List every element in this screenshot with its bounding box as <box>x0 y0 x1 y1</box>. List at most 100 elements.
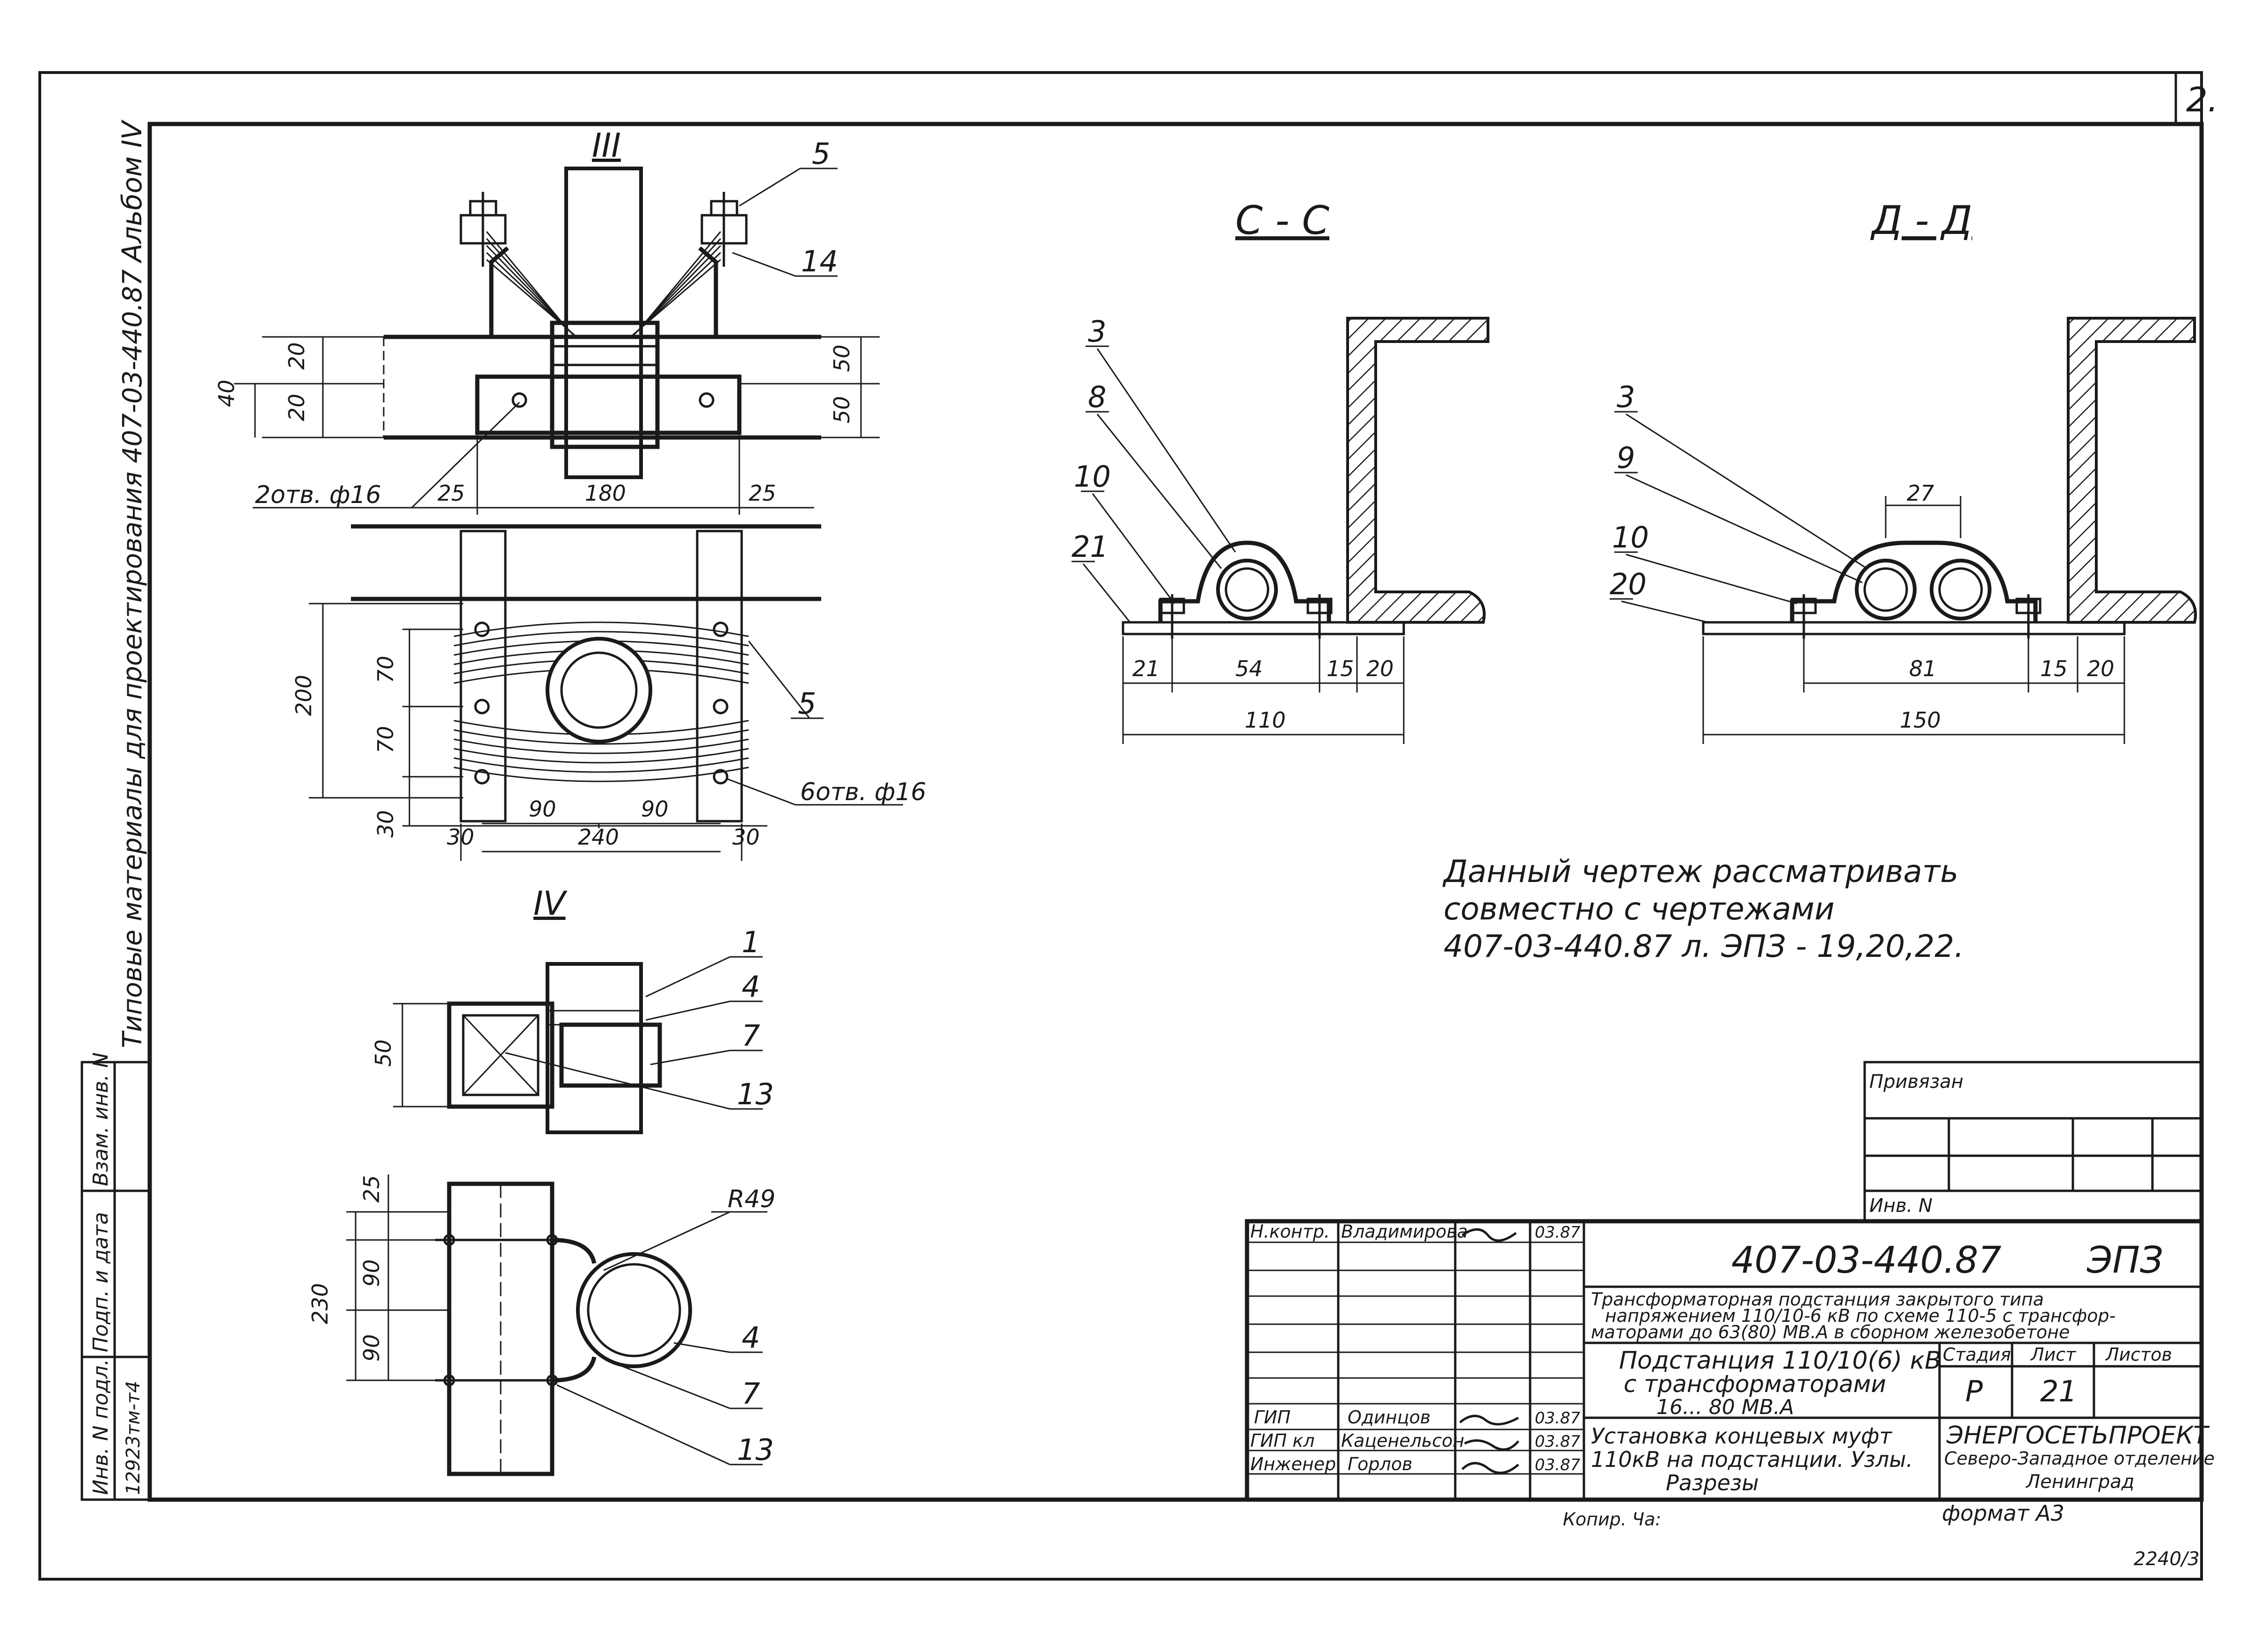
staff-signature-2 <box>1464 1439 1519 1451</box>
view-iii-dim-200: 200 <box>291 675 316 716</box>
strip-inv-original-label: Инв. N подл. <box>89 1359 113 1495</box>
section-c-c-callout-8: 8 <box>1088 380 1106 414</box>
view-iii-dim-25a: 25 <box>438 481 465 506</box>
section-c-c-title: С - С <box>1235 197 1329 243</box>
view-iii-dim-30a: 30 <box>373 810 398 838</box>
staff-role-1: ГИП <box>1254 1407 1291 1428</box>
privyazan-inv-label: Инв. N <box>1869 1195 1933 1217</box>
section-d-d-title: Д - Д <box>1870 197 1972 243</box>
staff-date-2: 03.87 <box>1535 1432 1581 1451</box>
privyazan-label: Привязан <box>1869 1071 1963 1093</box>
org-city: Ленинград <box>2025 1471 2135 1493</box>
strip-sign-date-label: Подп. и дата <box>89 1212 113 1352</box>
project-title-line-1: Трансформаторная подстанция закрытого ти… <box>1591 1289 2044 1310</box>
staff-date-3: 03.87 <box>1535 1456 1581 1474</box>
view-iii-holes-6x16: 6отв. ф16 <box>800 778 926 806</box>
drawing-note: Данный чертеж рассматривать совместно с … <box>1442 853 1964 964</box>
staff-date-1: 03.87 <box>1535 1409 1581 1428</box>
staff-name-2: Каценельсон <box>1341 1430 1464 1451</box>
view-iii-dim-70a: 70 <box>373 656 398 683</box>
footer-number: 2240/3 <box>2134 1548 2200 1570</box>
view-iv-dim-90b: 90 <box>359 1334 384 1362</box>
view-iii-dim-20b: 20 <box>284 394 309 421</box>
org-department: Северо-Западное отделение <box>1944 1448 2215 1469</box>
view-iii-dim-40: 40 <box>214 379 239 407</box>
sheets-label: Листов <box>2105 1344 2172 1365</box>
view-iv-callout-4b: 4 <box>742 1320 760 1355</box>
doc-code: ЭПЗ <box>2086 1239 2163 1282</box>
note-line-3: 407-03-440.87 л. ЭПЗ - 19,20,22. <box>1444 928 1964 964</box>
section-c-c-dim-110: 110 <box>1245 707 1286 733</box>
sheet-label: Лист <box>2030 1344 2077 1365</box>
section-d-d-dim-15: 15 <box>2040 656 2068 681</box>
view-iv-callout-13b: 13 <box>737 1433 774 1467</box>
drawing-frame: 2. <box>38 71 2218 1581</box>
view-iv-callout-1: 1 <box>742 925 760 959</box>
note-line-2: совместно с чертежами <box>1444 891 1835 927</box>
section-d-d-callout-10: 10 <box>1612 520 1649 554</box>
staff-signature-3 <box>1461 1462 1519 1474</box>
section-c-c-callout-21: 21 <box>1072 530 1108 564</box>
section-c-c-callout-3: 3 <box>1088 314 1106 349</box>
view-iii-callout-5-bottom: 5 <box>798 686 816 721</box>
staff-name-3: Горлов <box>1348 1454 1412 1474</box>
title-block: Н.контр. Владимирова 03.87 ГИП Одинцов 0… <box>1245 1219 2215 1502</box>
sheet-title-line-2: 110кВ на подстанции. Узлы. <box>1591 1447 1913 1472</box>
view-iii-dim-30b: 30 <box>447 824 474 850</box>
project-title-line-3: маторами до 63(80) МВ.А в сборном железо… <box>1591 1322 2070 1342</box>
view-iii-holes-2x16: 2отв. ф16 <box>255 481 381 509</box>
staff-name-1: Одинцов <box>1348 1407 1430 1428</box>
staff-role-2: ГИП кл <box>1250 1430 1315 1451</box>
view-iii-title: III <box>592 126 621 165</box>
section-d-d-dim-81: 81 <box>1909 656 1937 681</box>
view-iii-dim-240: 240 <box>578 824 619 850</box>
section-c-c-dim-21: 21 <box>1132 656 1160 681</box>
staff-name-0: Владимирова <box>1341 1221 1468 1242</box>
view-iii-dim-180: 180 <box>585 481 626 506</box>
section-d-d-dim-27: 27 <box>1907 481 1934 506</box>
object-title-line-2: с трансформаторами <box>1624 1371 1886 1398</box>
privyazan-block: Привязан Инв. N <box>1863 1061 2203 1223</box>
view-iv-callout-7b: 7 <box>742 1377 760 1411</box>
view-iii-dim-50a: 50 <box>829 344 854 372</box>
view-iii-dim-30c: 30 <box>732 824 760 850</box>
stage-value: Р <box>1965 1374 1983 1408</box>
object-title-line-3: 16... 80 МВ.А <box>1656 1395 1794 1419</box>
view-iv-dim-50: 50 <box>371 1039 396 1067</box>
section-c-c-dim-15: 15 <box>1327 656 1354 681</box>
sheet-title-line-3: Разрезы <box>1666 1470 1759 1495</box>
section-d-d-dim-20: 20 <box>2087 656 2115 681</box>
stage-label: Стадия <box>1943 1344 2011 1365</box>
section-d-d-callout-20: 20 <box>1610 567 1647 601</box>
section-c-c-dim-20: 20 <box>1366 656 1394 681</box>
series-label: Типовые материалы для проектирования 407… <box>117 269 148 1048</box>
staff-role-0: Н.контр. <box>1250 1221 1330 1242</box>
view-iii-dim-20a: 20 <box>284 342 309 370</box>
view-iv-radius-r49: R49 <box>728 1185 775 1213</box>
view-iv: IV 1 4 7 13 50 <box>307 884 775 1476</box>
view-iv-title: IV <box>533 884 568 923</box>
view-iii-dim-70b: 70 <box>373 726 398 753</box>
project-title-line-2: напряжением 110/10-6 кВ по схеме 110-5 с… <box>1605 1305 2115 1326</box>
view-iii-dim-90b: 90 <box>641 796 669 822</box>
section-c-c-callout-10: 10 <box>1074 459 1111 494</box>
footer-copy: Копир. Ча: <box>1563 1509 1661 1530</box>
left-strip: Альбом IV Типовые материалы для проектир… <box>80 119 151 1501</box>
view-iii-dim-50b: 50 <box>829 396 854 423</box>
sheet-value: 21 <box>2040 1374 2077 1408</box>
view-iv-callout-7a: 7 <box>742 1019 760 1053</box>
sheet-footer: Копир. Ча: формат А3 2240/3 <box>1563 1501 2200 1570</box>
view-iii-callout-5-top: 5 <box>812 137 830 171</box>
view-iii: III 5 <box>214 126 926 861</box>
note-line-1: Данный чертеж рассматривать <box>1442 853 1958 889</box>
staff-date-0: 03.87 <box>1535 1223 1581 1242</box>
section-d-d-dim-150: 150 <box>1900 707 1941 733</box>
strip-replace-inv-label: Взам. инв. N <box>89 1052 113 1186</box>
section-d-d: Д - Д 27 3 9 10 20 81 1 <box>1610 197 2197 744</box>
view-iv-callout-4a: 4 <box>742 970 760 1004</box>
staff-signature-1 <box>1459 1414 1519 1426</box>
view-iii-dim-25b: 25 <box>749 481 776 506</box>
view-iv-dim-230: 230 <box>307 1283 333 1324</box>
staff-role-3: Инженер <box>1250 1454 1336 1474</box>
